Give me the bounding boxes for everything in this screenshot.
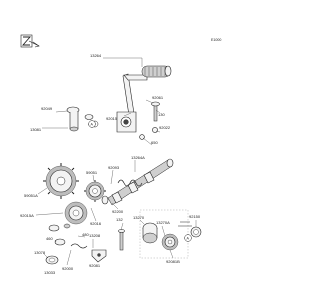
label-ring-460: 460 [46,236,53,241]
exploded-parts-diagram: E1000 [20,34,221,275]
diagram-code: E1000 [211,38,221,42]
idle-gear-large [43,163,79,199]
label-left-collar: 92015A [20,213,34,218]
label-bottom-collar: 92081 [89,263,101,268]
label-stopper: 13270 [133,215,145,220]
parts-diagram-canvas: E1000 [20,34,221,275]
label-right-gear: 92081B [166,259,180,264]
kick-gear [84,180,106,202]
label-bolt-top: 130 [158,112,165,117]
label-small-bolt: 650 [151,140,158,145]
label-shaft-collar: 13081 [30,127,42,132]
label-left-spring: 13078 [34,250,46,255]
label-clip-a: 92015 [106,116,118,121]
shaft-collar [66,106,99,132]
right-gear [161,233,179,251]
subassembly-frame [139,209,189,259]
kick-pedal-arm [116,65,172,133]
kawasaki-logo-icon [20,34,40,48]
kick-shaft [101,158,174,206]
label-idle-gear: 59051A [24,193,38,198]
callout-a-upper: A [88,120,96,128]
washer-stack-left [45,223,88,265]
ratchet-gear [64,201,88,225]
label-small-plate: 13208 [89,233,101,238]
label-guide: 13033 [44,270,56,275]
label-pin: 132 [116,217,123,222]
pin [118,229,125,251]
label-right-spring: 13270A [156,220,170,225]
label-ratchet: 92200 [112,209,124,214]
label-ring-480: 480 [82,232,89,237]
label-kick-gear: 59051 [86,170,98,175]
label-right-seal: 92150 [189,214,201,219]
label-washer: 92049 [41,106,53,111]
label-pivot-bolt: 92022 [159,125,171,130]
leader-lines [35,57,197,266]
pivot-bolt-assembly [139,101,160,140]
label-seal: 92016 [90,221,102,226]
label-spring-washer: 92093 [108,165,120,170]
kick-spring [117,179,143,187]
label-rubber-grip: 92061 [152,95,164,100]
svg-text:A: A [91,123,94,127]
right-bushing [142,222,158,244]
label-kick-pedal: 13264 [90,53,102,58]
label-kick-shaft: 13264A [131,155,145,160]
svg-text:A: A [187,237,190,241]
label-bushing: 92000 [62,266,74,271]
stopper-plate [91,249,107,263]
callout-a-lower: A [184,234,192,242]
